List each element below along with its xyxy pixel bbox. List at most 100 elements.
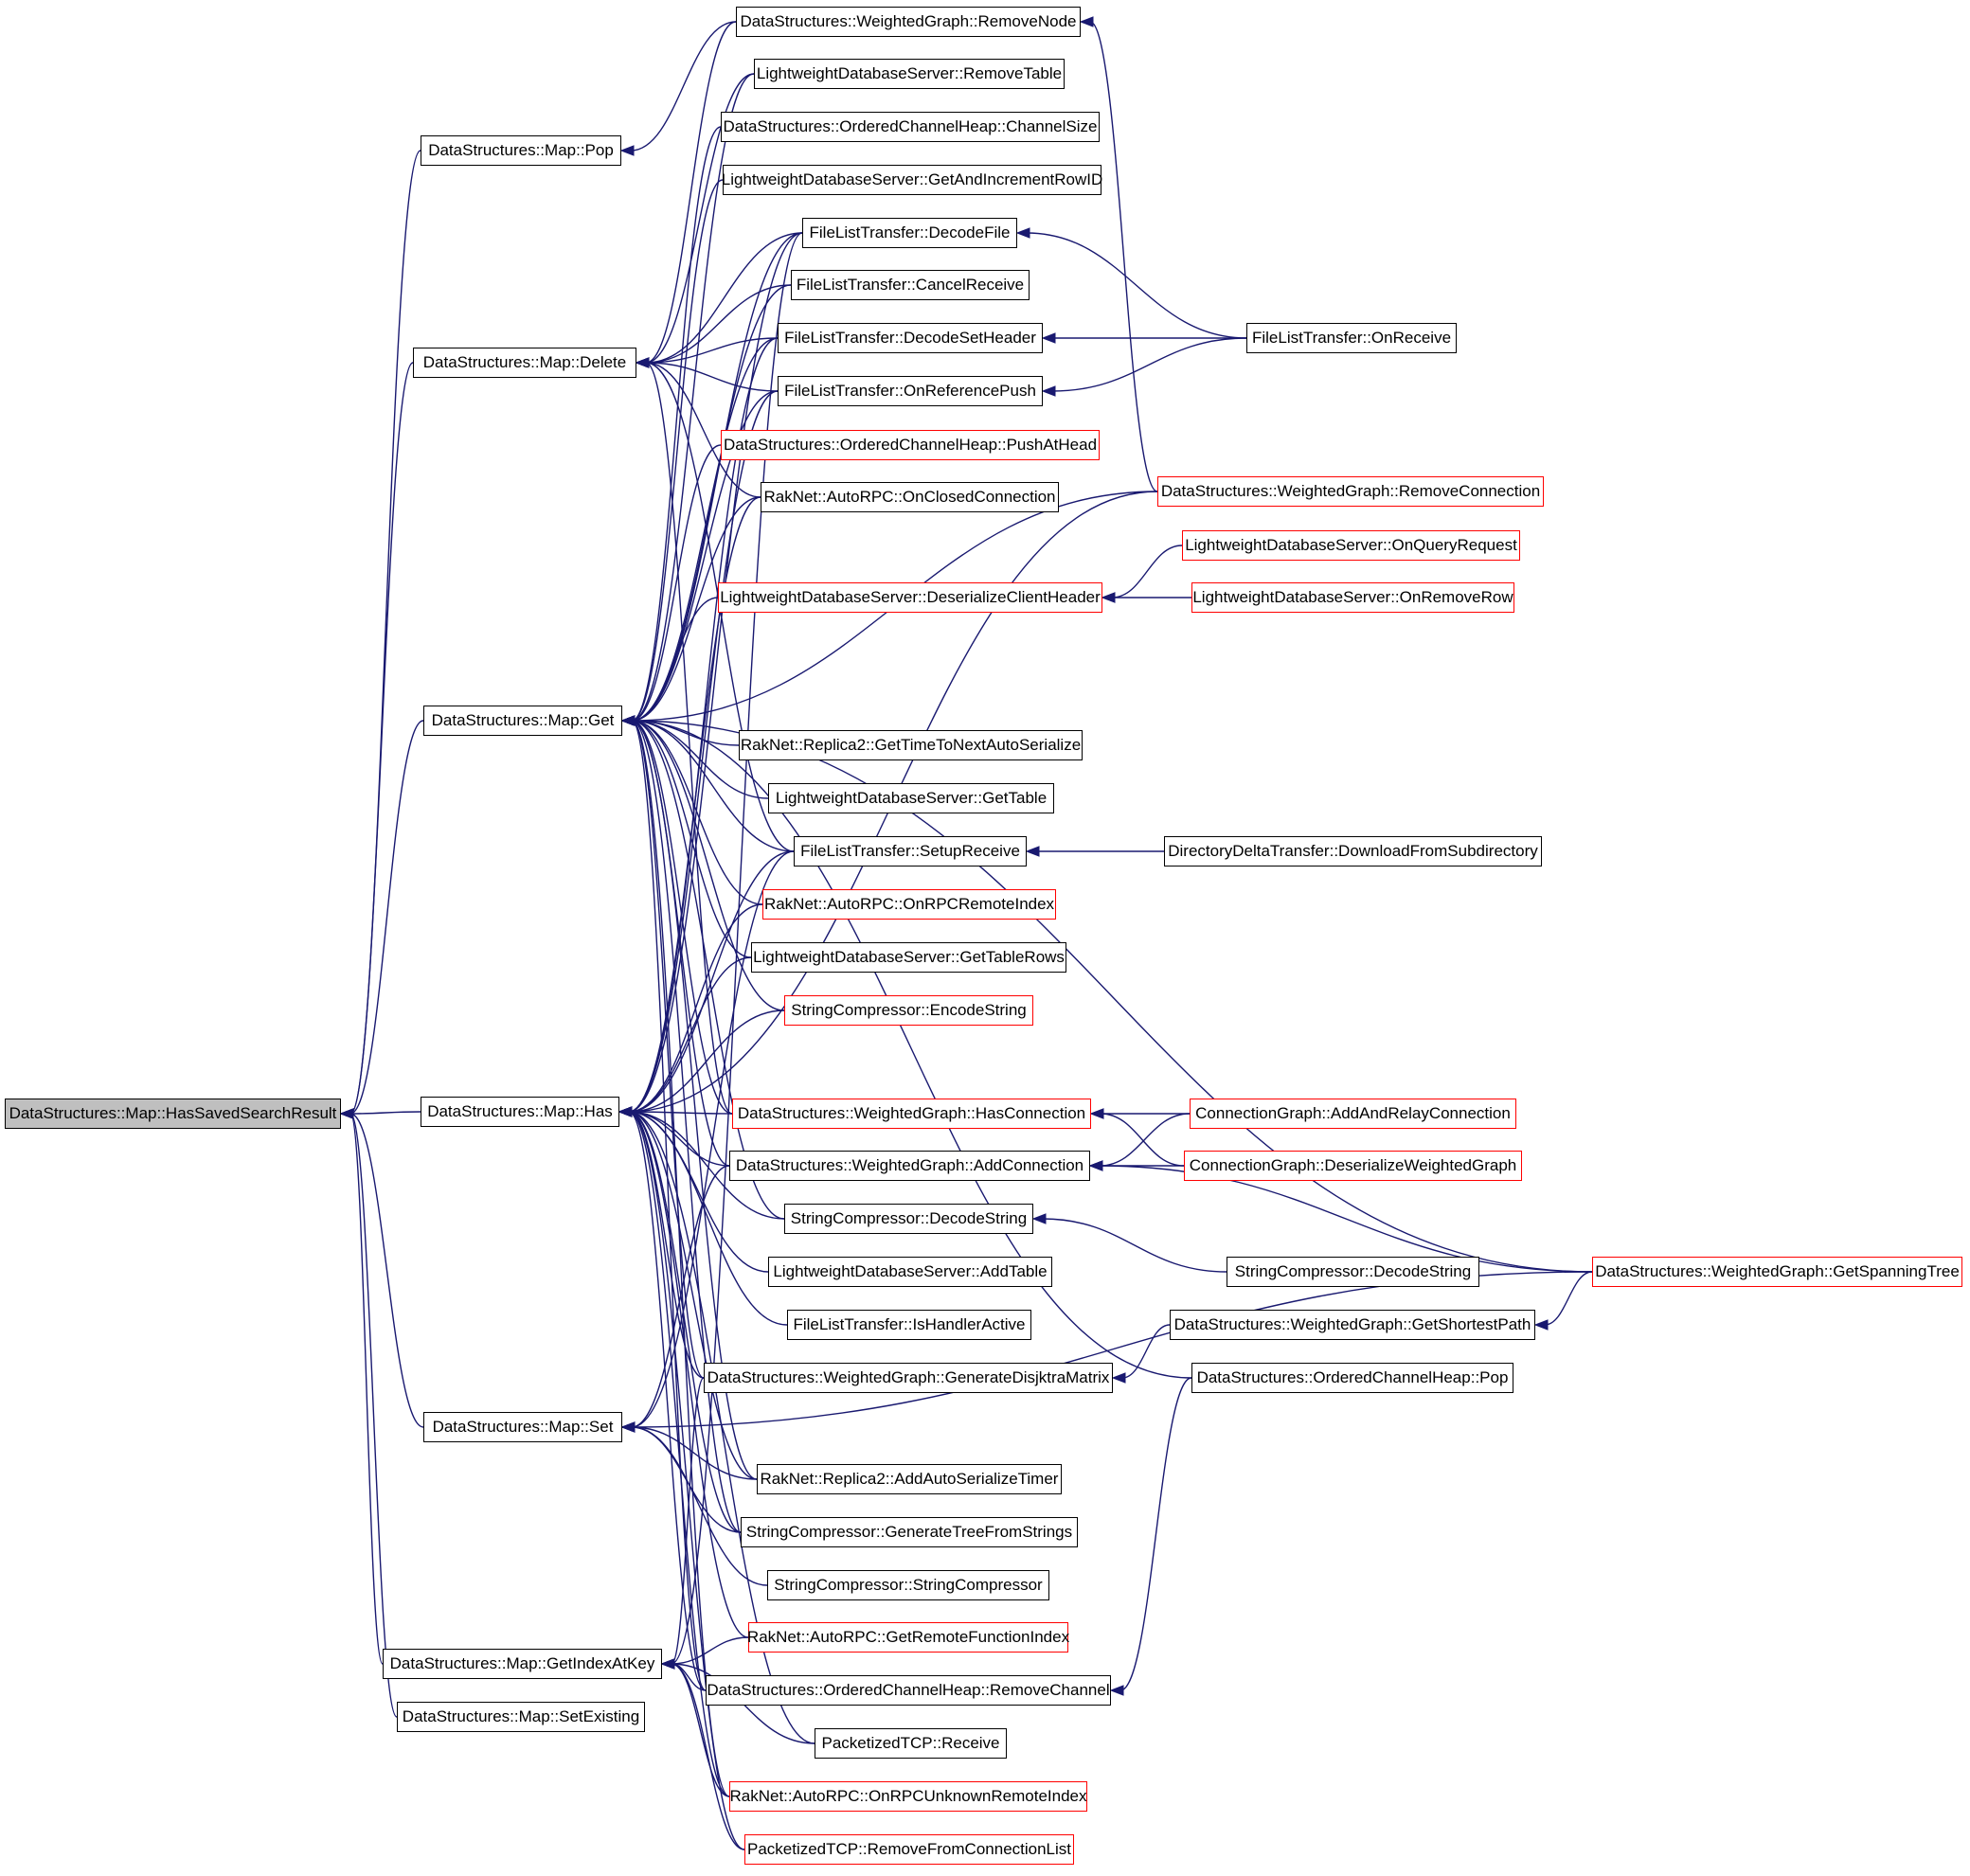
graph-node-wg-hc[interactable]: DataStructures::WeightedGraph::HasConnec… [732, 1099, 1091, 1129]
graph-node-giak[interactable]: DataStructures::Map::GetIndexAtKey [383, 1649, 662, 1679]
graph-node-flt-cr[interactable]: FileListTransfer::CancelReceive [791, 270, 1030, 300]
graph-node-cg-dwg[interactable]: ConnectionGraph::DeserializeWeightedGrap… [1184, 1151, 1522, 1181]
call-edge [671, 1663, 745, 1850]
call-edge [628, 232, 803, 1113]
edge-arrowhead [1533, 1319, 1549, 1331]
graph-node-sc-ds2[interactable]: StringCompressor::DecodeString [1227, 1257, 1479, 1287]
call-edge [645, 362, 779, 392]
graph-node-arpc-orur[interactable]: RakNet::AutoRPC::OnRPCUnknownRemoteIndex [729, 1781, 1087, 1812]
call-edge [671, 1663, 730, 1797]
call-edge [1042, 1218, 1227, 1273]
graph-node-get[interactable]: DataStructures::Map::Get [423, 706, 622, 736]
graph-node-pop[interactable]: DataStructures::Map::Pop [421, 135, 621, 166]
call-edge [631, 720, 705, 1379]
call-edge [631, 444, 722, 722]
call-edge [349, 720, 424, 1115]
call-edge [645, 73, 755, 364]
call-edge [1099, 1165, 1593, 1273]
graph-node-rep-aast[interactable]: RakNet::Replica2::AddAutoSerializeTimer [757, 1464, 1062, 1494]
graph-node-sc-es[interactable]: StringCompressor::EncodeString [784, 995, 1033, 1026]
call-edge [631, 1271, 1593, 1428]
graph-node-arpc-grfi[interactable]: RakNet::AutoRPC::GetRemoteFunctionIndex [747, 1622, 1069, 1653]
call-edge [631, 496, 761, 722]
graph-node-sete[interactable]: DataStructures::Map::SetExisting [397, 1702, 645, 1732]
graph-node-sc-gtfs[interactable]: StringCompressor::GenerateTreeFromString… [741, 1517, 1078, 1547]
edge-arrowhead [620, 1421, 636, 1433]
graph-node-och-pah[interactable]: DataStructures::OrderedChannelHeap::Push… [721, 430, 1100, 460]
graph-node-flt-dsh[interactable]: FileListTransfer::DecodeSetHeader [778, 323, 1043, 353]
graph-node-lds-gair[interactable]: LightweightDatabaseServer::GetAndIncreme… [722, 165, 1102, 195]
graph-node-och-rc[interactable]: DataStructures::OrderedChannelHeap::Remo… [706, 1675, 1111, 1706]
call-edge [645, 232, 803, 364]
graph-node-lds-rt[interactable]: LightweightDatabaseServer::RemoveTable [754, 59, 1065, 89]
call-edge [631, 1426, 758, 1480]
graph-node-wg-gdm[interactable]: DataStructures::WeightedGraph::GenerateD… [704, 1363, 1113, 1393]
graph-node-flt-sr[interactable]: FileListTransfer::SetupReceive [794, 836, 1027, 867]
graph-node-och-cs[interactable]: DataStructures::OrderedChannelHeap::Chan… [721, 112, 1100, 142]
graph-node-lds-gtr[interactable]: LightweightDatabaseServer::GetTableRows [751, 942, 1066, 973]
edge-arrowhead [618, 1106, 633, 1117]
call-edge [631, 720, 795, 852]
graph-node-lds-dch[interactable]: LightweightDatabaseServer::DeserializeCl… [718, 582, 1102, 613]
call-edge [1111, 545, 1183, 599]
graph-node-ddt-dfs[interactable]: DirectoryDeltaTransfer::DownloadFromSubd… [1164, 836, 1542, 867]
graph-node-lds-orr[interactable]: LightweightDatabaseServer::OnRemoveRow [1191, 582, 1514, 613]
edge-arrowhead [1015, 227, 1030, 239]
edge-arrowhead [1101, 592, 1116, 603]
graph-node-wg-rc[interactable]: DataStructures::WeightedGraph::RemoveCon… [1157, 476, 1544, 507]
graph-node-set[interactable]: DataStructures::Map::Set [423, 1412, 622, 1442]
graph-node-cg-aarc[interactable]: ConnectionGraph::AddAndRelayConnection [1190, 1099, 1516, 1129]
graph-node-wg-gst[interactable]: DataStructures::WeightedGraph::GetSpanni… [1592, 1257, 1962, 1287]
graph-node-has[interactable]: DataStructures::Map::Has [421, 1097, 619, 1127]
call-edge [645, 21, 737, 364]
graph-node-arpc-orri[interactable]: RakNet::AutoRPC::OnRPCRemoteIndex [762, 889, 1056, 920]
graph-node-och-pop[interactable]: DataStructures::OrderedChannelHeap::Pop [1191, 1363, 1513, 1393]
graph-node-flt-orp[interactable]: FileListTransfer::OnReferencePush [778, 376, 1043, 406]
graph-node-hsr: DataStructures::Map::HasSavedSearchResul… [5, 1099, 341, 1129]
call-edge [645, 362, 761, 498]
call-edge [631, 73, 755, 722]
call-edge [631, 720, 758, 1480]
graph-node-flt-df[interactable]: FileListTransfer::DecodeFile [802, 218, 1017, 248]
graph-node-del[interactable]: DataStructures::Map::Delete [413, 348, 636, 378]
graph-node-rep-gttnas[interactable]: RakNet::Replica2::GetTimeToNextAutoSeria… [739, 730, 1083, 760]
call-edge [628, 903, 763, 1113]
call-edge [631, 720, 1192, 1379]
graph-node-ptcp-r[interactable]: PacketizedTCP::Receive [815, 1728, 1007, 1759]
edge-arrowhead [1079, 16, 1094, 27]
call-edge [628, 1111, 815, 1744]
call-edge [1089, 21, 1158, 492]
graph-node-wg-rn[interactable]: DataStructures::WeightedGraph::RemoveNod… [736, 7, 1081, 37]
call-edge [1121, 1324, 1171, 1379]
call-edge [631, 720, 785, 1220]
graph-node-sc-ds[interactable]: StringCompressor::DecodeString [784, 1204, 1033, 1234]
call-edge [630, 21, 737, 152]
call-edge [1099, 1113, 1191, 1167]
graph-node-lds-oqr[interactable]: LightweightDatabaseServer::OnQueryReques… [1182, 530, 1520, 561]
call-edge [631, 720, 707, 1691]
graph-node-arpc-occ[interactable]: RakNet::AutoRPC::OnClosedConnection [761, 482, 1059, 512]
graph-node-wg-ac[interactable]: DataStructures::WeightedGraph::AddConnec… [729, 1151, 1090, 1181]
call-edge [631, 1165, 730, 1428]
call-edge [349, 1111, 421, 1115]
edge-arrowhead [635, 357, 650, 368]
call-edge [671, 232, 803, 1665]
call-edge [1119, 1377, 1192, 1691]
call-edge [645, 284, 792, 364]
graph-node-flt-iha[interactable]: FileListTransfer::IsHandlerActive [787, 1310, 1031, 1340]
graph-node-lds-gt[interactable]: LightweightDatabaseServer::GetTable [768, 783, 1054, 813]
graph-node-wg-gsp[interactable]: DataStructures::WeightedGraph::GetShorte… [1170, 1310, 1535, 1340]
graph-node-lds-at[interactable]: LightweightDatabaseServer::AddTable [768, 1257, 1052, 1287]
edge-arrowhead [660, 1658, 675, 1670]
edge-arrowhead [1088, 1160, 1103, 1171]
call-edge [631, 1426, 768, 1586]
graph-node-ptcp-rfcl[interactable]: PacketizedTCP::RemoveFromConnectionList [744, 1834, 1074, 1865]
edge-arrowhead [1089, 1108, 1104, 1119]
graph-node-flt-or[interactable]: FileListTransfer::OnReceive [1246, 323, 1457, 353]
call-edge [628, 496, 761, 1113]
call-edge [631, 720, 742, 1533]
call-edge [1544, 1271, 1593, 1326]
graph-node-sc-sc[interactable]: StringCompressor::StringCompressor [767, 1570, 1049, 1600]
call-edge [645, 362, 733, 1115]
